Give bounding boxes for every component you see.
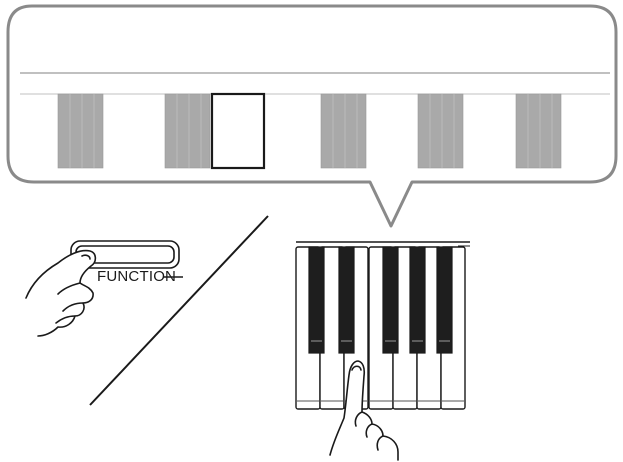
left-hand-finger-line xyxy=(62,302,84,312)
right-hand-outline xyxy=(329,360,399,461)
function-button-label: FUNCTION xyxy=(97,268,177,285)
display-black-key xyxy=(57,93,104,169)
left-hand-nail xyxy=(81,254,91,260)
right-hand-finger-line xyxy=(376,435,384,451)
diagonal-separator xyxy=(89,215,269,406)
right-hand-illustration xyxy=(329,360,399,461)
left-hand-illustration xyxy=(25,249,97,337)
display-black-key xyxy=(320,93,367,169)
piano-keyboard xyxy=(295,241,470,410)
display-highlighted-key xyxy=(210,92,266,170)
display-black-keys xyxy=(57,93,562,169)
black-key[interactable] xyxy=(308,246,325,354)
black-key[interactable] xyxy=(409,246,426,354)
right-hand-nail xyxy=(351,365,362,371)
left-hand-finger-line xyxy=(57,282,81,295)
display-black-key xyxy=(164,93,211,169)
function-button-group xyxy=(70,240,183,278)
magnified-display xyxy=(6,4,618,228)
display-black-key xyxy=(417,93,464,169)
display-black-key xyxy=(515,93,562,169)
display-key-grain xyxy=(69,94,553,168)
black-key[interactable] xyxy=(338,246,355,354)
display-bubble-outline xyxy=(6,4,618,228)
left-hand-finger-line xyxy=(55,315,76,324)
black-keys xyxy=(308,246,453,354)
black-key[interactable] xyxy=(436,246,453,354)
right-hand-finger-line xyxy=(365,423,373,438)
black-key[interactable] xyxy=(382,246,399,354)
left-hand-outline xyxy=(25,249,97,337)
right-hand-finger-line xyxy=(354,411,363,427)
